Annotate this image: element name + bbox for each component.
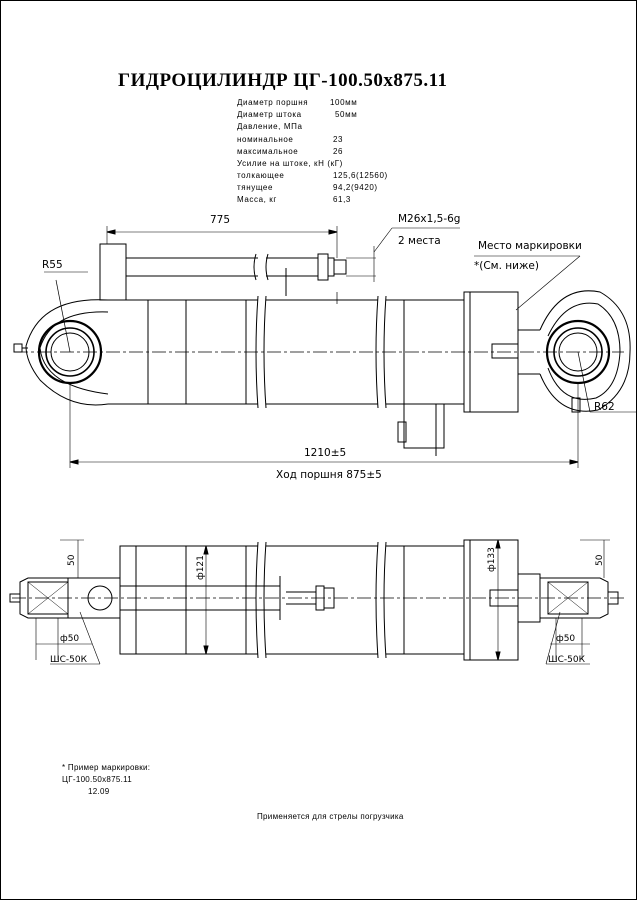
- label-r55: R55: [42, 259, 63, 271]
- spec-piston-label: Диаметр поршня: [237, 98, 309, 107]
- hydraulic-tube: [99, 243, 347, 301]
- left-eye-section: [9, 577, 120, 619]
- spec-max-value: 26: [333, 147, 344, 156]
- bottom-view: [9, 539, 624, 665]
- body-section: [119, 541, 464, 659]
- spec-pressure-label: Давление, МПа: [237, 122, 303, 131]
- label-dia50-left: ф50: [60, 634, 79, 644]
- marking-example-line2: 12.09: [88, 787, 110, 796]
- thread-leader: [346, 227, 460, 282]
- spec-rod-value: 50мм: [335, 110, 358, 119]
- spec-pull-value: 94,2(9420): [333, 183, 378, 192]
- spec-mass-value: 61,3: [333, 195, 351, 204]
- label-overall-length: 1210±5: [304, 447, 346, 459]
- application-note: Применяется для стрелы погрузчика: [257, 812, 404, 821]
- dim-overall: [69, 384, 579, 468]
- label-stroke: Ход поршня 875±5: [276, 469, 382, 481]
- marking-example-line1: ЦГ-100.50х875.11: [62, 775, 133, 784]
- marking-leader: [474, 255, 581, 311]
- label-dia50-right: ф50: [556, 634, 575, 644]
- port-fitting: [397, 403, 445, 456]
- dim-775: [106, 226, 338, 258]
- spec-rod-label: Диаметр штока: [237, 110, 302, 119]
- spec-push-value: 125,6(12560): [333, 171, 388, 180]
- label-bearing-right: ШС-50К: [548, 655, 586, 665]
- spec-nominal-label: номинальное: [237, 135, 294, 144]
- drawing-title: ГИДРОЦИЛИНДР ЦГ-100.50х875.11: [118, 70, 448, 91]
- spec-push-label: толкающее: [237, 171, 285, 180]
- label-places: 2 места: [398, 235, 441, 247]
- barrel: [148, 292, 465, 409]
- label-bearing-left: ШС-50К: [50, 655, 88, 665]
- marking-example-header: * Пример маркировки:: [62, 763, 151, 772]
- spec-force-label: Усилие на штоке, кН (кГ): [237, 159, 343, 168]
- spec-nominal-value: 23: [333, 135, 344, 144]
- spec-max-label: максимальное: [237, 147, 299, 156]
- label-marking-place: Место маркировки: [478, 240, 582, 252]
- label-dia133: ф133: [487, 547, 497, 572]
- label-see-below: *(См. ниже): [474, 260, 539, 272]
- label-50-left: 50: [67, 554, 77, 566]
- label-r62: R62: [594, 401, 615, 413]
- left-eye-mount: [13, 279, 149, 406]
- spec-pull-label: тянущее: [237, 183, 274, 192]
- label-50-right: 50: [595, 554, 605, 566]
- label-thread: М26х1,5-6g: [398, 213, 460, 225]
- top-view: [13, 226, 636, 468]
- right-eye-section: [463, 539, 619, 661]
- label-775: 775: [210, 214, 230, 226]
- label-dia121: ф121: [196, 555, 206, 580]
- rod-end: [463, 290, 631, 413]
- spec-mass-label: Масса, кг: [237, 195, 277, 204]
- spec-piston-value: 100мм: [330, 98, 358, 107]
